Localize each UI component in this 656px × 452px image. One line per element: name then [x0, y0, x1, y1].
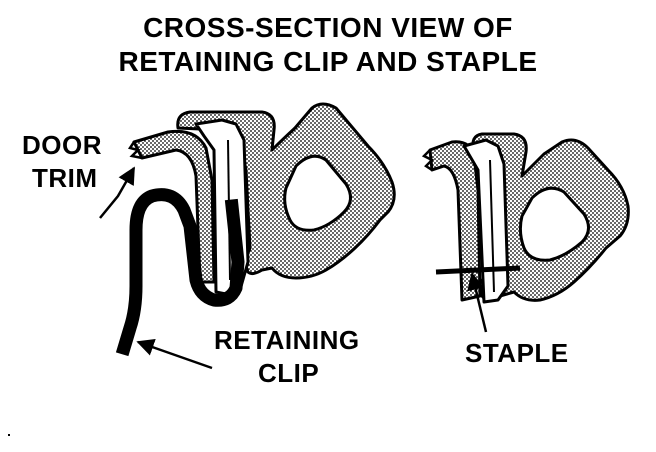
right-door-trim-panel [428, 140, 482, 302]
door-trim-label-line-2: TRIM [32, 163, 98, 193]
door-trim-label-line-1: DOOR [22, 130, 102, 160]
retaining-clip-leader-arrow [136, 338, 213, 370]
door-trim-leader-arrow [99, 166, 136, 219]
retaining-clip-label-line-1: RETAINING [214, 325, 360, 355]
right-trim-broken-edge [421, 149, 435, 172]
left-seal-hollow [283, 154, 352, 232]
left-assembly [115, 102, 396, 357]
right-seal-hollow [518, 186, 590, 262]
diagram-title-line-2: RETAINING CLIP AND STAPLE [118, 46, 538, 77]
staple-label: STAPLE [465, 338, 569, 368]
left-trim-broken-edge [127, 141, 143, 160]
stray-dot [8, 434, 10, 436]
diagram-title-line-1: CROSS-SECTION VIEW OF [143, 12, 513, 43]
staple-shape [435, 265, 521, 275]
retaining-clip-label-line-2: CLIP [258, 358, 320, 388]
right-metal-flange [462, 138, 510, 304]
right-assembly [421, 132, 630, 304]
left-door-trim-panel [132, 129, 216, 284]
staple-leader-arrow [467, 272, 488, 333]
retaining-clip-shape [115, 188, 245, 357]
